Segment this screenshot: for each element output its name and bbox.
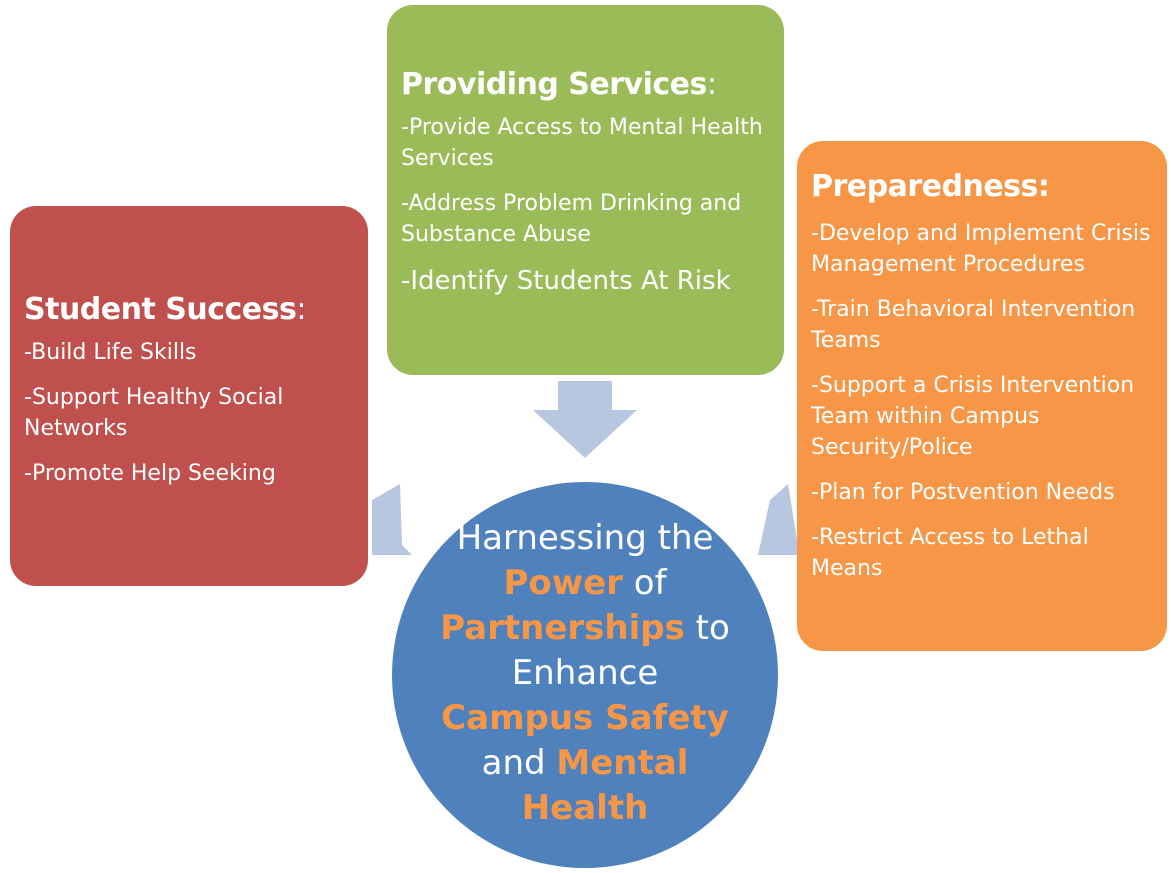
preparedness-item: -Plan for Postvention Needs	[811, 480, 1115, 505]
arrow-right-to-center	[758, 484, 798, 555]
providing-services-box: Providing Services: -Provide Access to M…	[387, 5, 784, 375]
arrow-down	[533, 381, 637, 458]
center-text: to	[695, 608, 730, 648]
student-success-box: Student Success: -Build Life Skills -Sup…	[10, 206, 368, 586]
center-circle: Harnessing the Power of Partnerships to …	[392, 482, 778, 868]
providing-services-item: -Identify Students At Risk	[401, 266, 731, 296]
student-success-title: Student Success:	[24, 292, 306, 327]
preparedness-item: -Support a Crisis Intervention Team with…	[811, 373, 1135, 460]
preparedness-title: Preparedness:	[811, 169, 1050, 204]
student-success-item: -Support Healthy Social Networks	[24, 385, 284, 441]
center-highlight: Health	[521, 788, 649, 828]
student-success-item: -Promote Help Seeking	[24, 461, 276, 486]
center-highlight: Mental	[556, 743, 689, 783]
center-highlight: Power	[503, 563, 623, 603]
providing-services-item: -Address Problem Drinking and Substance …	[401, 191, 742, 247]
preparedness-item: -Develop and Implement Crisis Management…	[811, 221, 1151, 277]
center-text: and	[481, 743, 546, 783]
student-success-item: -Build Life Skills	[24, 340, 197, 365]
preparedness-item: -Restrict Access to Lethal Means	[811, 525, 1089, 581]
preparedness-item: -Train Behavioral Intervention Teams	[811, 297, 1136, 353]
center-text: Enhance	[511, 653, 659, 693]
center-highlight: Campus Safety	[441, 698, 729, 738]
center-text: of	[633, 563, 667, 603]
preparedness-box: Preparedness: -Develop and Implement Cri…	[797, 141, 1167, 651]
providing-services-title: Providing Services:	[401, 67, 717, 102]
center-highlight: Partnerships	[440, 608, 685, 648]
center-text: Harnessing the	[456, 518, 714, 558]
providing-services-item: -Provide Access to Mental Health Service…	[401, 115, 763, 171]
arrow-left-to-center	[372, 484, 412, 555]
